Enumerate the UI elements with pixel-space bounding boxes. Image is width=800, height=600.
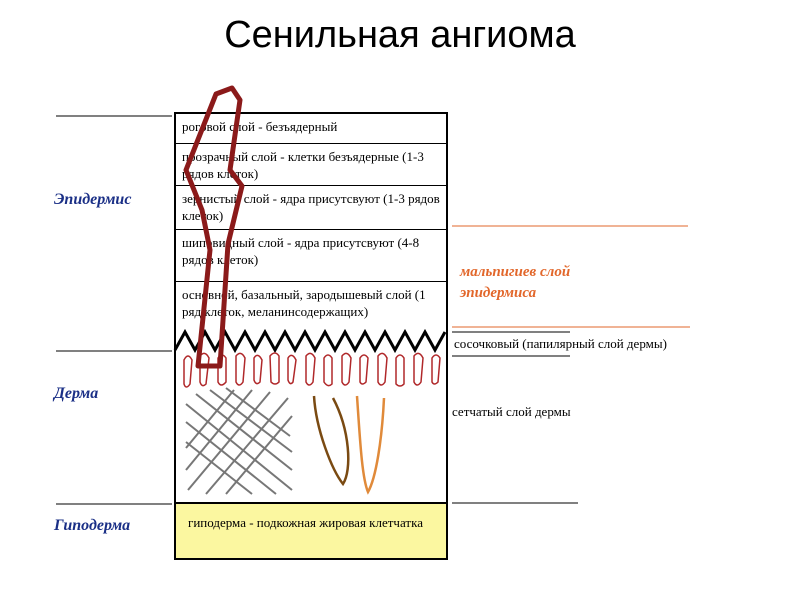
layer-spinosum: шиповидный слой - ядра присутсвуют (4-8 … — [176, 230, 446, 282]
reticular-label: сетчатый слой дермы — [452, 404, 612, 420]
label-hypodermis: Гиподерма — [54, 517, 131, 534]
layer-basale: основной, базальный, зародышевый слой (1… — [176, 282, 446, 332]
layer-granulosum: зернистый слой - ядра присутсвуют (1-3 р… — [176, 186, 446, 230]
malpighian-label: мальпигиев слой эпидермиса — [460, 264, 571, 301]
label-dermis: Дерма — [54, 385, 99, 402]
senile-angioma-outline — [183, 85, 245, 369]
layer-corneum-text: роговой слой - безъядерный — [182, 119, 338, 134]
layer-spinosum-text: шиповидный слой - ядра присутсвуют (4-8 … — [182, 235, 420, 267]
hypodermis-text: гиподерма - подкожная жировая клетчатка — [188, 515, 423, 530]
papillary-capillaries — [183, 352, 441, 388]
layer-corneum: роговой слой - безъядерный — [176, 114, 446, 144]
label-epidermis: Эпидермис — [54, 191, 132, 208]
layer-lucidum: прозрачный слой - клетки безъядерные (1-… — [176, 144, 446, 186]
hair-follicle-brown — [312, 395, 350, 487]
slide-title: Сенильная ангиома — [224, 14, 576, 56]
collagen-fiber-mesh — [185, 387, 293, 495]
papillary-label: сосочковый (папилярный слой дермы) — [454, 336, 714, 352]
sweat-gland-orange — [355, 395, 386, 495]
layer-basale-text: основной, базальный, зародышевый слой (1… — [182, 287, 426, 319]
hypodermis-block: гиподерма - подкожная жировая клетчатка — [176, 502, 446, 558]
layer-lucidum-text: прозрачный слой - клетки безъядерные (1-… — [182, 149, 424, 181]
basement-membrane-zigzag — [173, 328, 447, 354]
